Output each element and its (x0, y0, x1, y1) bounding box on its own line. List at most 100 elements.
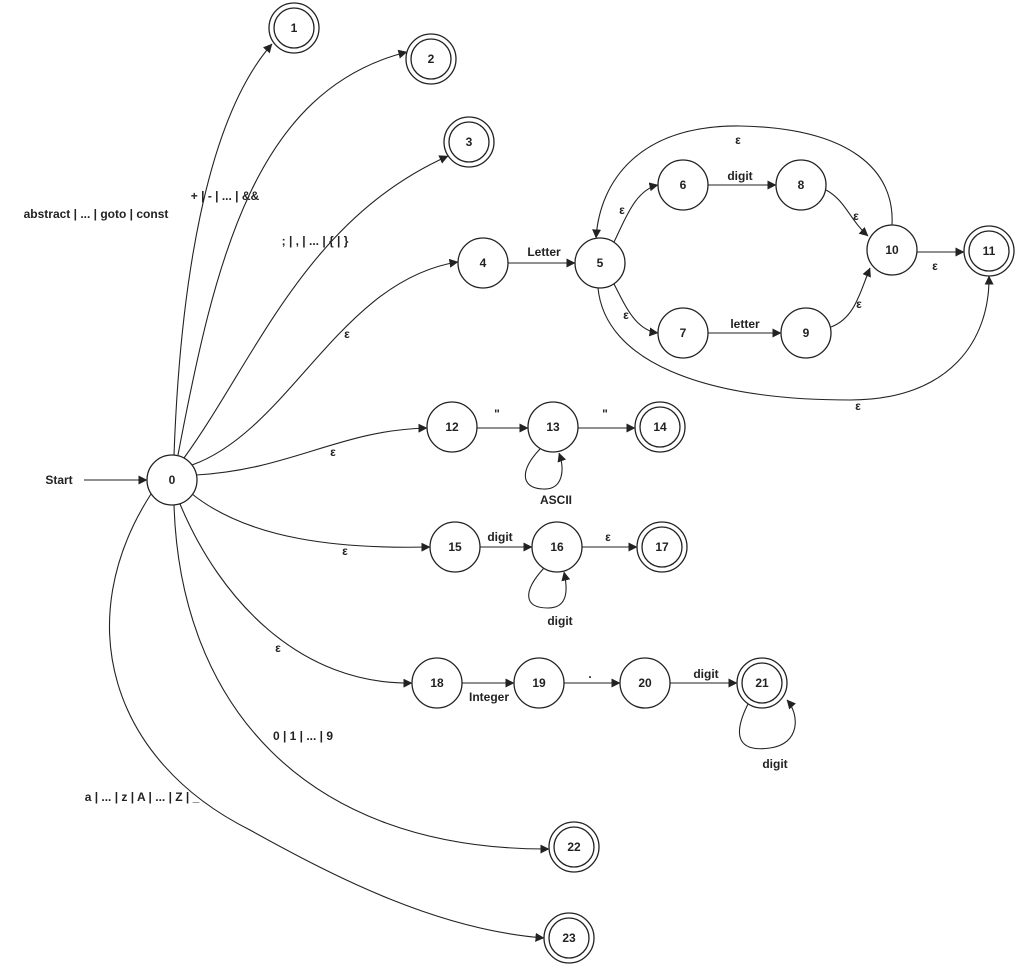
state-label: 18 (430, 676, 444, 690)
edge-label: ε (735, 133, 741, 147)
state-label: 19 (532, 676, 546, 690)
state-node-9: 9 (780, 307, 832, 359)
edge-0-to-12 (195, 423, 428, 476)
state-label: 3 (466, 135, 473, 149)
edges (84, 43, 994, 942)
edge-0-to-18 (179, 503, 413, 688)
state-label: 13 (546, 420, 560, 434)
accepting-ring (641, 526, 683, 568)
edge-label: ε (932, 259, 938, 273)
edge-label: digit (487, 530, 512, 544)
edge-0-to-1 (173, 43, 273, 456)
state-circle (780, 307, 832, 359)
state-node-21: 21 (736, 657, 788, 709)
edge-label: ε (342, 544, 348, 558)
state-node-22: 22 (548, 821, 600, 873)
edge-label: ε (623, 308, 629, 322)
edge-label: a | ... | z | A | ... | Z | _ (85, 790, 200, 804)
accepting-ring (639, 406, 681, 448)
state-label: 2 (428, 52, 435, 66)
state-label: 4 (480, 256, 487, 270)
state-node-3: 3 (443, 116, 495, 168)
state-label: 0 (169, 473, 176, 487)
state-label: 16 (550, 540, 564, 554)
edge-label: ε (856, 297, 862, 311)
accepting-ring (968, 230, 1010, 272)
edge-label: + | - | ... | && (191, 189, 260, 203)
state-label: 10 (885, 243, 899, 257)
edge-label: Letter (527, 245, 561, 259)
state-node-8: 8 (775, 159, 827, 211)
state-node-4: 4 (457, 237, 509, 289)
accepting-ring (548, 917, 590, 959)
state-circle (146, 454, 198, 506)
accepting-ring (741, 662, 783, 704)
state-circle (574, 237, 626, 289)
state-node-6: 6 (657, 159, 709, 211)
state-node-15: 15 (429, 521, 481, 573)
state-label: 6 (680, 178, 687, 192)
edge-label: ε (605, 530, 611, 544)
edge-label: ; | , | ... | { | } (282, 234, 349, 248)
state-label: 22 (567, 840, 581, 854)
edge-0-to-15 (191, 493, 431, 552)
state-node-12: 12 (426, 401, 478, 453)
accepting-ring (410, 38, 452, 80)
edge-label: ε (619, 203, 625, 217)
edge-label: ε (853, 209, 859, 223)
edge-label: 0 | 1 | ... | 9 (273, 729, 333, 743)
state-circle (657, 307, 709, 359)
state-node-10: 10 (866, 224, 918, 276)
state-circle (527, 401, 579, 453)
edge-9-to-10 (830, 267, 871, 328)
edge-0-to-2 (177, 49, 408, 456)
state-label: 20 (638, 676, 652, 690)
state-circle (411, 657, 463, 709)
state-label: 7 (680, 326, 687, 340)
state-node-11: 11 (963, 225, 1015, 277)
edge-21-to-21 (738, 699, 796, 750)
state-circle (513, 657, 565, 709)
state-node-20: 20 (619, 657, 671, 709)
state-node-23: 23 (543, 912, 595, 964)
edge-13-to-13 (524, 448, 567, 490)
state-circle (619, 657, 671, 709)
edge-0-to-4 (191, 258, 459, 466)
state-node-0: 0 (146, 454, 198, 506)
edge-0-to-23 (109, 493, 545, 942)
edge-label: digit (547, 614, 572, 628)
state-circle (866, 224, 918, 276)
edge-8-to-10 (825, 189, 869, 237)
edge-label: Integer (469, 690, 509, 704)
state-circle (775, 159, 827, 211)
edge-label: " (494, 407, 500, 421)
state-node-17: 17 (636, 521, 688, 573)
edge-5-to-7 (613, 283, 659, 337)
state-label: 21 (755, 676, 769, 690)
edge-label: digit (693, 667, 718, 681)
edge-0-to-22 (173, 504, 550, 854)
edge-label: " (602, 407, 608, 421)
state-node-2: 2 (405, 33, 457, 85)
state-label: 12 (445, 420, 459, 434)
state-label: 5 (597, 256, 604, 270)
edge-label: ε (855, 399, 861, 413)
state-node-5: 5 (574, 237, 626, 289)
edge-5-to-6 (613, 182, 659, 243)
state-node-7: 7 (657, 307, 709, 359)
state-label: 17 (655, 540, 669, 554)
edge-16-to-16 (528, 567, 571, 609)
edge-label: abstract | ... | goto | const (24, 207, 169, 221)
state-label: 1 (291, 21, 298, 35)
state-node-19: 19 (513, 657, 565, 709)
state-node-13: 13 (527, 401, 579, 453)
state-label: 15 (448, 540, 462, 554)
state-label: 14 (653, 420, 667, 434)
state-node-14: 14 (634, 401, 686, 453)
edge-5-to-11 (597, 275, 994, 401)
accepting-ring (273, 7, 315, 49)
edge-label: digit (762, 757, 787, 771)
edge-label: ε (275, 641, 281, 655)
state-circle (457, 237, 509, 289)
